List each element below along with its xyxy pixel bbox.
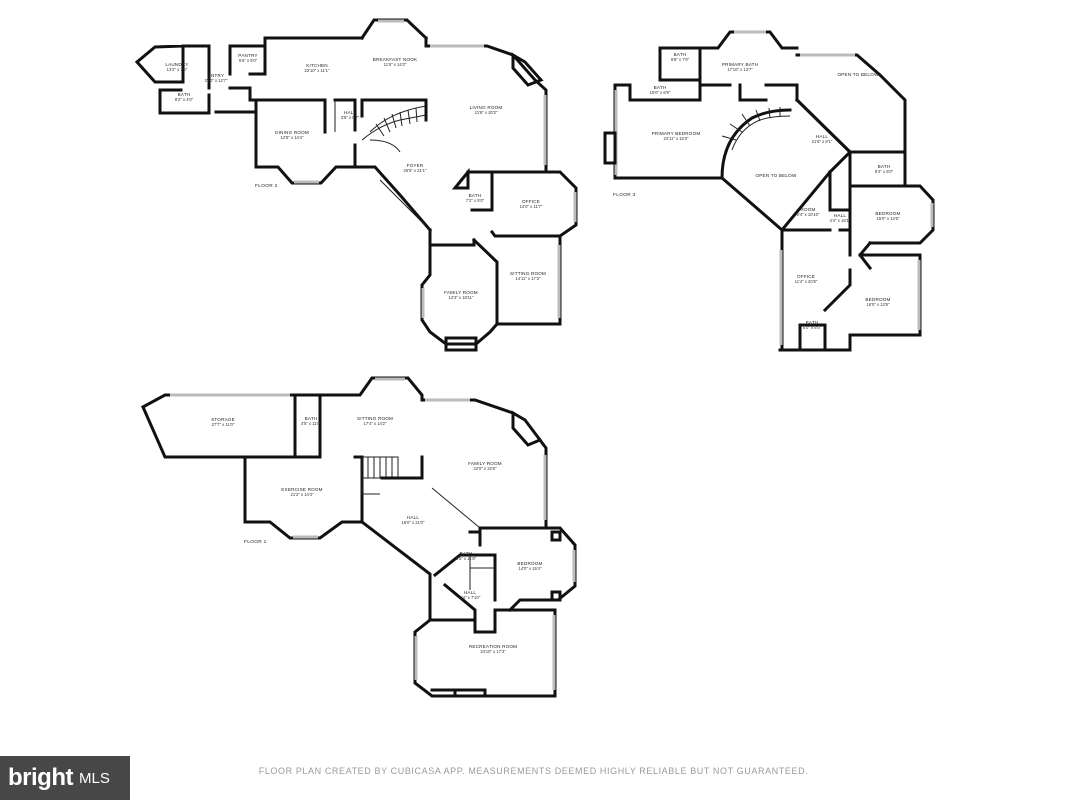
room-dimensions: 7'2" x 5'0" [466,198,485,203]
room-dimensions: 8'2" x 4'0" [175,97,194,102]
room-name: BATH [878,164,891,169]
room-dimensions: 24'10" x 17'3" [480,649,506,654]
floor-1-plan: FLOOR 1 [140,376,577,698]
room-name: BATH [806,320,819,325]
room-name: HALL [834,213,847,218]
room-name: BATH [469,193,482,198]
room-dimensions: 22'10" x 11'1" [305,68,330,73]
room-name: LAUNDRY [165,62,188,67]
logo-suffix: MLS [78,769,110,787]
room-dimensions: 5'0" x 8'5" [803,325,822,330]
room-name: OPEN TO BELOW [838,72,879,77]
room-name: BREAKFAST NOOK [373,57,418,62]
room-name: DINING ROOM [275,130,309,135]
floor-label: FLOOR 3 [613,192,636,198]
room-dimensions: 17'4" x 14'2" [364,421,387,426]
room-dimensions: 21'8" x 20'2" [475,110,498,115]
room-dimensions: 17'10" x 13'7" [727,67,753,72]
room-dimensions: 3'8" x 8'7" [341,115,360,120]
room-dimensions: 13'2" x 7'6" [167,67,188,72]
room-name: HALL [407,515,420,520]
room-dimensions: 15'0" x 6'9" [650,90,671,95]
room-name: BATH [460,551,473,556]
room-name: HALL [816,134,829,139]
room-dimensions: 5'6" x 6'0" [239,58,258,63]
room-dimensions: 15'0" x 12'6" [877,216,900,221]
room-name: OFFICE [522,199,540,204]
room-name: PRIMARY BEDROOM [652,131,701,136]
room-dimensions: 12'8" x 14'4" [281,135,304,140]
room-dimensions: 6'4" x 7'10" [460,595,481,600]
room-name: BEDROOM [865,297,890,302]
room-dimensions: 26'5" x 21'1" [404,168,427,173]
room-dimensions: 8'4" x 6'0" [875,169,894,174]
room-dimensions: 11'4" x 20'8" [795,279,818,284]
room-name: OPEN TO BELOW [756,173,797,178]
bright-mls-logo: bright MLS [0,756,130,800]
room-dimensions: 24'11" x 15'3" [664,136,689,141]
room-name: RECREATION ROOM [469,644,517,649]
room-dimensions: 22'0" x 22'6" [474,466,497,471]
room-name: PRIMARY BATH [722,62,758,67]
logo-wordmark: bright [8,764,73,791]
room-dimensions: 16'0" x 21'0" [402,520,425,525]
room-name: HALL [344,110,357,115]
room-name: SITTING ROOM [510,271,546,276]
room-dimensions: 3'10" x 12'7" [205,78,228,83]
room-name: LIVING ROOM [470,105,503,110]
room-name: BATH [178,92,191,97]
room-name: ROOM [800,207,815,212]
room-name: BATH [654,85,667,90]
room-dimensions: 6'8" x 7'6" [671,57,690,62]
room-name: PANTRY [238,53,257,58]
room-dimensions: 9'4" x 10'10" [797,212,820,217]
room-dimensions: 21'2" x 14'3" [291,492,314,497]
room-name: FAMILY ROOM [444,290,478,295]
room-dimensions: 14'11" x 17'3" [516,276,541,281]
room-dimensions: 4'5" x 11'0" [301,421,322,426]
room-dimensions: 14'0" x 15'4" [519,566,542,571]
room-dimensions: 4'4" x 16'1" [830,218,851,223]
room-name: HALL [464,590,477,595]
floor-3-plan: FLOOR 3 [603,30,935,352]
room-name: BEDROOM [517,561,542,566]
room-name: SITTING ROOM [357,416,393,421]
room-name: OFFICE [797,274,815,279]
room-name: FOYER [407,163,424,168]
room-dimensions: 21'6" x 8'1" [812,139,833,144]
room-name: EXERCISE ROOM [281,487,322,492]
disclaimer-text: FLOOR PLAN CREATED BY CUBICASA APP. MEAS… [258,766,809,776]
room-name: BATH [674,52,687,57]
room-dimensions: 8'5" x 11'8" [456,556,477,561]
room-name: STORAGE [211,417,235,422]
room-dimensions: 12'3" x 18'11" [449,295,474,300]
room-dimensions: 27'7" x 11'0" [212,422,235,427]
room-name: BEDROOM [875,211,900,216]
room-dimensions: 11'6" x 14'2" [384,62,407,67]
room-dimensions: 14'0" x 11'7" [520,204,543,209]
floor-label: FLOOR 1 [244,539,267,545]
room-name: BATH [305,416,318,421]
room-dimensions: 16'0" x 13'8" [867,302,890,307]
floor-2-plan: FLOOR 2 [134,18,578,352]
room-name: ENTRY [208,73,225,78]
room-name: KITCHEN [306,63,328,68]
room-name: FAMILY ROOM [468,461,502,466]
floor-label: FLOOR 2 [255,183,278,189]
